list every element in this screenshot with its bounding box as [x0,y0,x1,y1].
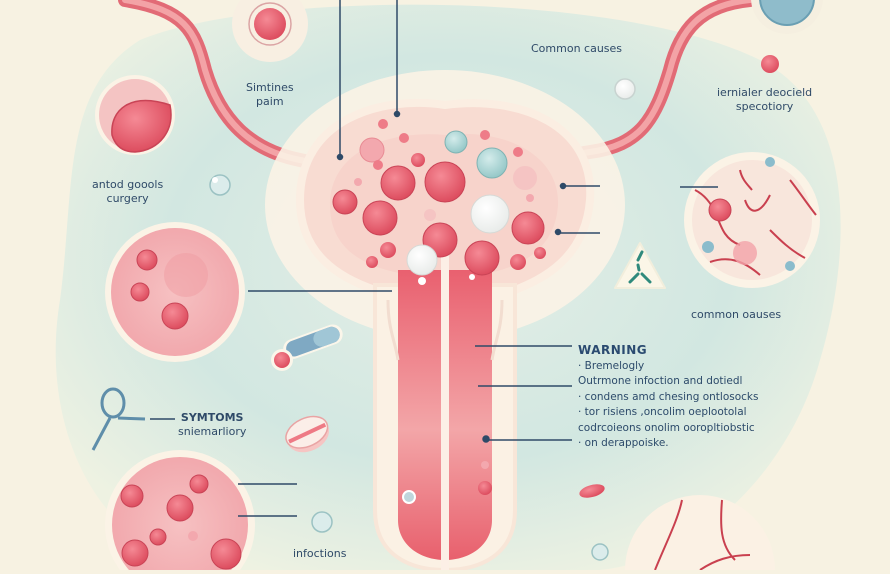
warning-line: · tor risiens ,oncolim oeplootolal [578,406,747,418]
warning-line: codrcoieons onolim ooropltiobstic [578,421,755,434]
label-surgery: antod goools curgery [92,178,163,206]
cell-right-vessels [684,152,820,288]
capsule-icon [283,324,343,359]
label-top-right: iernialer deocield specotiory [717,86,812,114]
label-common-causes-top: Common causes [531,42,623,55]
cell-top-right [751,0,823,34]
cell-left-mid [105,222,245,362]
cell-top-left [232,0,308,62]
label-line: iernialer deocield [717,86,813,99]
label-common-causes-right: common oauses [691,308,782,321]
label-line: paim [256,95,284,108]
warning-triangle-icon [614,242,666,289]
cell-bottom-right-vessels [625,495,775,574]
label-line: antod goools [92,178,164,191]
bladder-cells [332,119,546,285]
warning-line: · Bremelogly [578,359,645,372]
symptoms-heading: SYMTOMS [180,411,244,424]
warning-box: WARNING · Bremelogly Outrmone infoction … [578,343,758,452]
label-line: curgery [106,192,149,205]
leader-lines [150,0,718,517]
label-symptoms-pain: Simtines paim [246,81,294,109]
warning-line: · on derappoiske. [578,437,669,449]
warning-line: · condens amd chesing ontlosocks [578,390,759,403]
symptoms-sub: sniemarliory [178,425,247,438]
label-line: specotiory [735,100,794,113]
label-line: Simtines [246,81,294,94]
label-symptoms: SYMTOMS sniemarliory [178,411,246,439]
warning-line: Outrmone infoction and dotiedl [578,375,743,387]
cell-left-upper [95,75,175,155]
surgical-tool-icon [91,387,146,451]
warning-title: WARNING [578,343,648,357]
label-infections: infoctions [293,547,347,560]
tablet-icon [285,415,330,453]
cell-bottom-left [105,450,255,574]
